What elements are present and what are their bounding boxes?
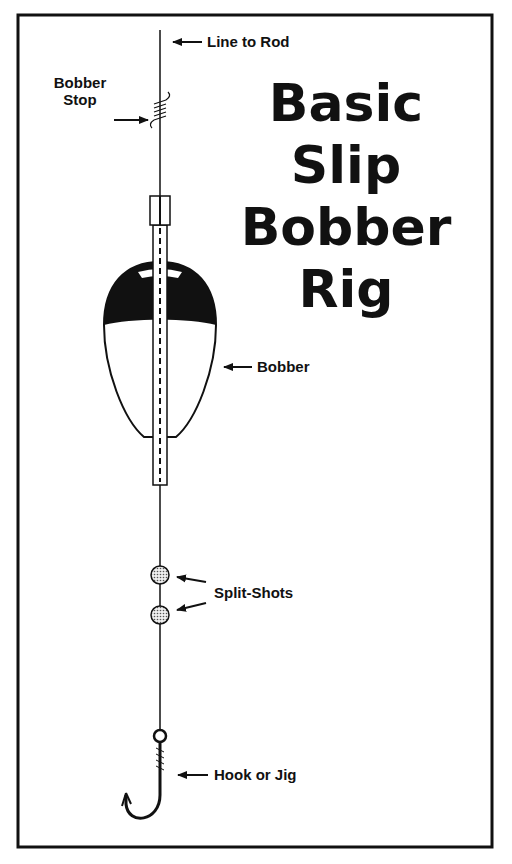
frame-border — [18, 15, 492, 847]
sleeve-line — [159, 196, 161, 225]
callout-label: Split-Shots — [214, 584, 344, 601]
callout-label: Bobber — [257, 358, 357, 375]
diagram-title: Basic Slip Bobber Rig — [226, 72, 466, 320]
bobber-tube — [153, 225, 167, 485]
hook — [122, 730, 166, 818]
callout-label: Hook or Jig — [214, 766, 344, 783]
tube-line — [159, 228, 161, 482]
callout-label: Bobber Stop — [40, 74, 120, 108]
split-shot — [151, 566, 169, 584]
leader-arrows — [114, 42, 252, 775]
split-shot — [151, 606, 169, 624]
bobber-stop-knot — [150, 92, 169, 128]
fishing-line — [159, 30, 161, 730]
bobber-sleeve — [150, 196, 170, 225]
callout-label: Line to Rod — [207, 33, 327, 50]
